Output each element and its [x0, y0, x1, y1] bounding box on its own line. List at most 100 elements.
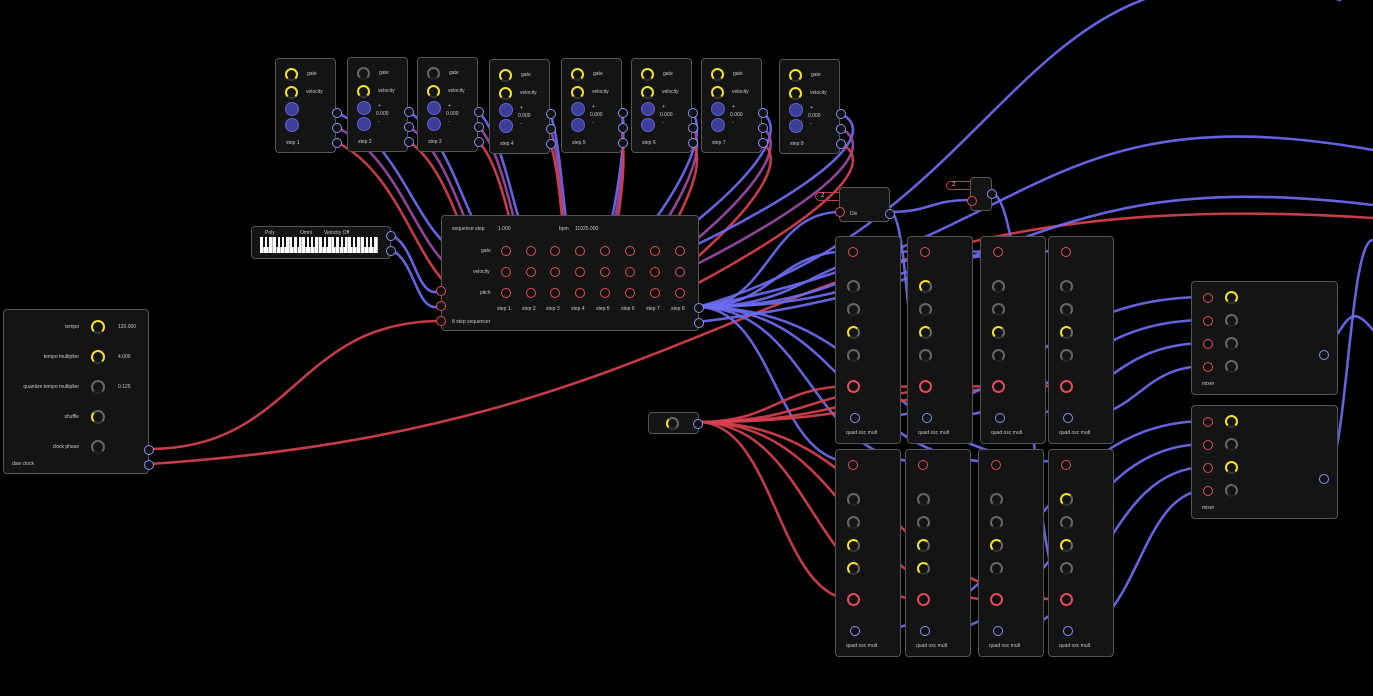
osc-output[interactable] [850, 626, 860, 636]
osc-knob[interactable] [919, 303, 932, 316]
osc-knob[interactable] [992, 349, 1005, 362]
step-out-2[interactable] [546, 124, 556, 134]
clock-out-1[interactable] [144, 445, 154, 455]
clock-knob[interactable] [91, 380, 105, 394]
pitch-up-button[interactable] [641, 102, 655, 116]
clock-knob[interactable] [91, 320, 105, 334]
sequencer-out-1[interactable] [694, 303, 704, 313]
mixer-level-knob[interactable] [1225, 291, 1238, 304]
mixer-level-knob[interactable] [1225, 337, 1238, 350]
osc-knob[interactable] [1060, 326, 1073, 339]
gate-knob[interactable] [427, 67, 440, 80]
clock-knob[interactable] [91, 350, 105, 364]
osc-input[interactable] [1061, 247, 1071, 257]
gate-knob[interactable] [711, 68, 724, 81]
mixer-level-knob[interactable] [1225, 461, 1238, 474]
black-key[interactable] [325, 237, 329, 247]
gate-knob[interactable] [285, 68, 298, 81]
black-key[interactable] [342, 237, 345, 247]
mult-out[interactable] [987, 189, 997, 199]
osc-knob[interactable] [919, 349, 932, 362]
seq-gate-jack[interactable] [526, 246, 536, 256]
mixer-input[interactable] [1203, 417, 1213, 427]
velocity-knob[interactable] [641, 86, 654, 99]
seq-pitch-jack[interactable] [575, 288, 585, 298]
mixer-input[interactable] [1203, 463, 1213, 473]
seq-gate-jack[interactable] [600, 246, 610, 256]
mixer-input[interactable] [1203, 316, 1213, 326]
osc-knob[interactable] [919, 326, 932, 339]
black-key[interactable] [283, 237, 287, 247]
black-key[interactable] [296, 237, 299, 247]
mixer-output[interactable] [1319, 474, 1329, 484]
black-key[interactable] [292, 237, 295, 247]
osc-knob[interactable] [990, 493, 1003, 506]
black-key[interactable] [355, 237, 358, 247]
osc-input[interactable] [991, 460, 1001, 470]
pitch-up-button[interactable] [285, 102, 299, 116]
osc-knob[interactable] [1060, 516, 1073, 529]
step-out-3[interactable] [758, 138, 768, 148]
step-out-1[interactable] [758, 108, 768, 118]
osc-input[interactable] [918, 460, 928, 470]
patch-cable[interactable] [147, 212, 1373, 466]
osc-mod-input[interactable] [1060, 593, 1073, 606]
pitch-down-button[interactable] [641, 118, 655, 132]
step-out-3[interactable] [404, 137, 414, 147]
piano-keys[interactable] [260, 237, 378, 253]
osc-knob[interactable] [992, 326, 1005, 339]
step-out-3[interactable] [688, 138, 698, 148]
osc-mod-input[interactable] [917, 593, 930, 606]
pitch-down-button[interactable] [427, 117, 441, 131]
seq-velocity-jack[interactable] [526, 267, 536, 277]
clock-knob[interactable] [91, 410, 105, 424]
patch-cable[interactable] [389, 248, 443, 309]
clock-knob[interactable] [91, 440, 105, 454]
gate-knob[interactable] [499, 69, 512, 82]
pitch-up-button[interactable] [427, 101, 441, 115]
osc-mod-input[interactable] [992, 380, 1005, 393]
osc-knob[interactable] [990, 562, 1003, 575]
step-out-2[interactable] [688, 123, 698, 133]
div-in[interactable] [835, 207, 845, 217]
pitch-down-button[interactable] [357, 117, 371, 131]
seq-gate-jack[interactable] [550, 246, 560, 256]
osc-input[interactable] [848, 460, 858, 470]
seq-velocity-jack[interactable] [501, 267, 511, 277]
gate-knob[interactable] [641, 68, 654, 81]
pitch-down-button[interactable] [571, 118, 585, 132]
black-key[interactable] [313, 237, 316, 247]
div-out[interactable] [885, 209, 895, 219]
patch-cable[interactable] [696, 420, 857, 602]
osc-knob[interactable] [992, 303, 1005, 316]
mixer-input[interactable] [1203, 339, 1213, 349]
mult-in[interactable] [967, 196, 977, 206]
clock-out-2[interactable] [144, 460, 154, 470]
velocity-knob[interactable] [711, 86, 724, 99]
osc-input[interactable] [993, 247, 1003, 257]
mixer-level-knob[interactable] [1225, 484, 1238, 497]
step-out-3[interactable] [546, 139, 556, 149]
sequencer-out-2[interactable] [694, 318, 704, 328]
step-out-3[interactable] [836, 139, 846, 149]
step-out-2[interactable] [836, 124, 846, 134]
seq-gate-jack[interactable] [501, 246, 511, 256]
osc-knob[interactable] [1060, 493, 1073, 506]
seq-pitch-jack[interactable] [650, 288, 660, 298]
black-key[interactable] [279, 237, 282, 247]
step-out-2[interactable] [758, 123, 768, 133]
osc-input[interactable] [920, 247, 930, 257]
black-key[interactable] [338, 237, 341, 247]
patch-cable[interactable] [696, 0, 1342, 309]
black-key[interactable] [363, 237, 366, 247]
mixer-input[interactable] [1203, 362, 1213, 372]
velocity-knob[interactable] [571, 86, 584, 99]
step-out-1[interactable] [332, 108, 342, 118]
osc-knob[interactable] [847, 349, 860, 362]
osc-knob[interactable] [847, 303, 860, 316]
seq-velocity-jack[interactable] [600, 267, 610, 277]
osc-knob[interactable] [847, 562, 860, 575]
osc-knob[interactable] [990, 539, 1003, 552]
modulator-out[interactable] [693, 419, 703, 429]
velocity-mode-label[interactable]: Velocity Off [324, 230, 350, 236]
